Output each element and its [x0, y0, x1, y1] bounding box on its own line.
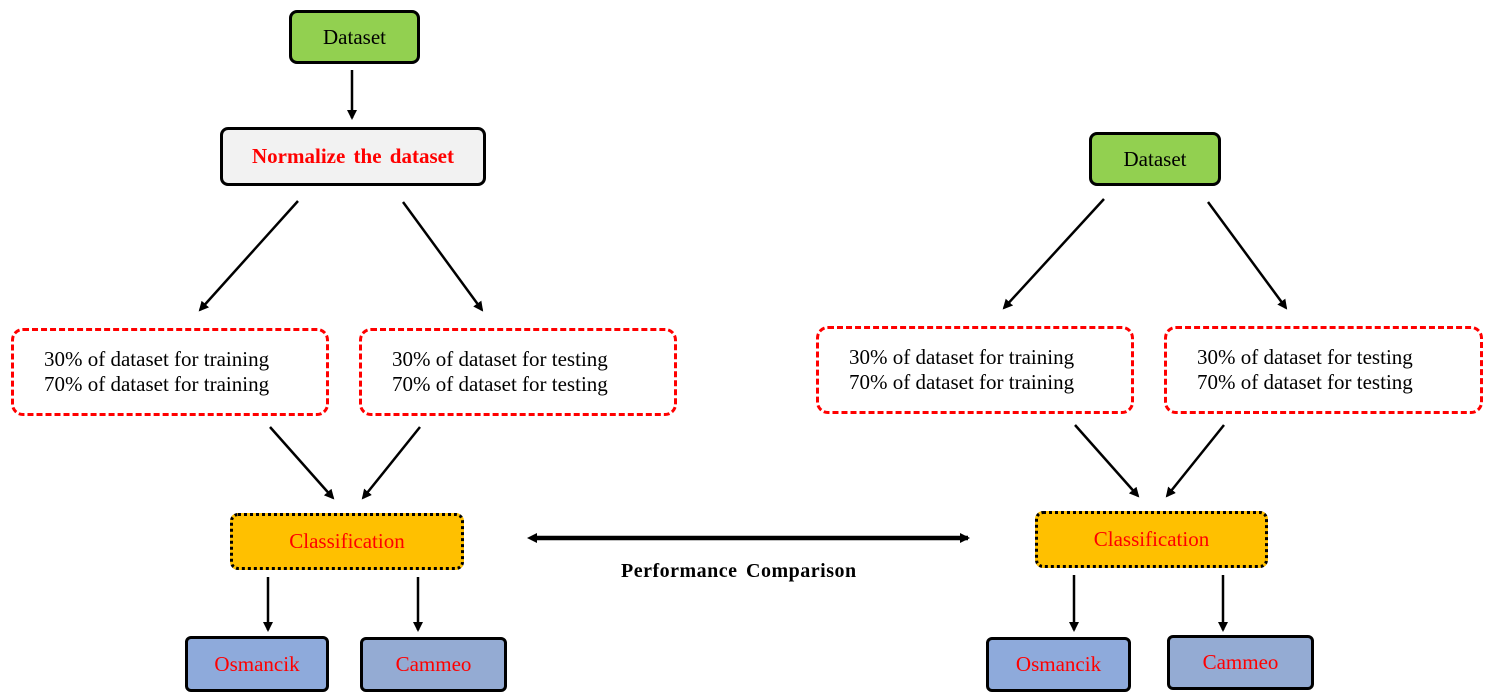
classification-box-left: Classification — [230, 513, 464, 570]
testing-split-line: 70% of dataset for testing — [1197, 370, 1413, 394]
dataset-box-left: Dataset — [289, 10, 420, 64]
training-split-box-right: 30% of dataset for training 70% of datas… — [816, 326, 1134, 414]
testing-split-line: 70% of dataset for testing — [392, 372, 608, 396]
testing-split-line: 30% of dataset for testing — [1197, 345, 1413, 369]
arrow-dataset-to-testing-right — [1206, 201, 1288, 310]
arrow-training-to-classification — [269, 426, 335, 500]
arrow-testing-to-classification-right — [1165, 424, 1225, 498]
training-split-line: 30% of dataset for training — [849, 345, 1075, 369]
testing-split-line: 30% of dataset for testing — [392, 347, 608, 371]
training-split-line: 70% of dataset for training — [849, 370, 1075, 394]
training-split-line: 30% of dataset for training — [44, 347, 270, 371]
testing-split-box-left: 30% of dataset for testing 70% of datase… — [359, 328, 677, 416]
osmancik-box-right: Osmancik — [986, 637, 1131, 692]
osmancik-box-left: Osmancik — [185, 636, 329, 692]
arrow-dataset-to-training-right — [1002, 198, 1105, 310]
arrow-normalize-to-training — [198, 200, 299, 312]
normalize-box: Normalize the dataset — [220, 127, 486, 186]
arrow-training-to-classification-right — [1074, 424, 1140, 498]
training-split-box-left: 30% of dataset for training 70% of datas… — [11, 328, 329, 416]
performance-comparison-label: Performance Comparison — [621, 560, 857, 582]
classification-box-right: Classification — [1035, 511, 1268, 568]
training-split-line: 70% of dataset for training — [44, 372, 270, 396]
cammeo-box-left: Cammeo — [360, 637, 507, 692]
arrow-testing-to-classification — [361, 426, 421, 500]
cammeo-box-right: Cammeo — [1167, 635, 1314, 690]
arrow-normalize-to-testing — [401, 201, 484, 312]
dataset-box-right: Dataset — [1089, 132, 1221, 186]
testing-split-box-right: 30% of dataset for testing 70% of datase… — [1164, 326, 1483, 414]
